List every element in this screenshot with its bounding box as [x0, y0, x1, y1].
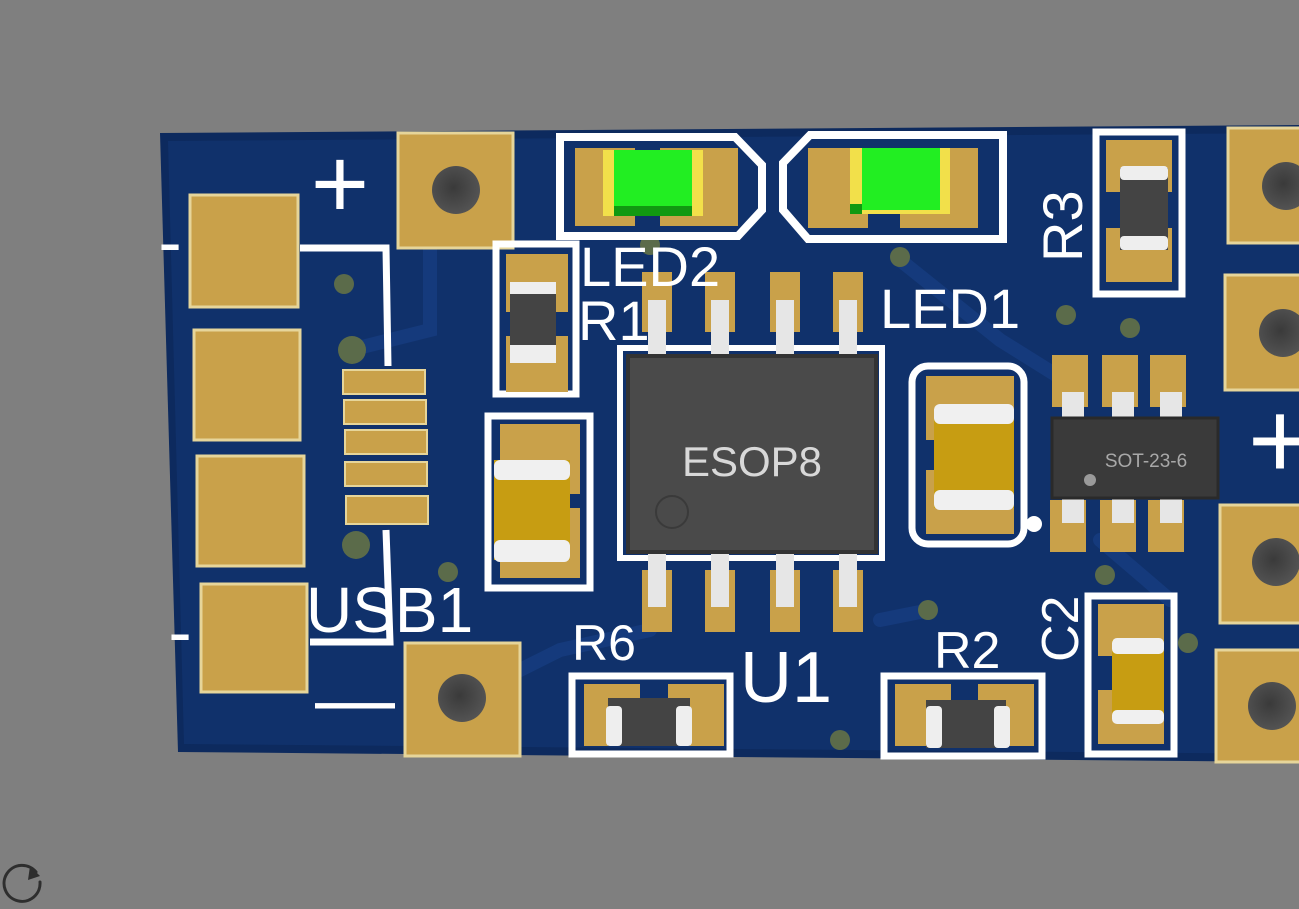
silk-label-r2: R2 — [934, 622, 1000, 680]
silk-label-u1: U1 — [740, 638, 832, 718]
sot23-6-package-label: SOT-23-6 — [1105, 451, 1187, 472]
silk-label-minus-bottom: — — [315, 654, 395, 743]
u1-esop8-chip: ESOP8 — [617, 272, 885, 632]
r1-component — [492, 240, 580, 398]
led1-component — [779, 131, 1007, 243]
silk-label-r6: R6 — [572, 615, 636, 671]
r3-component — [1092, 128, 1186, 298]
silk-label-led1: LED1 — [880, 277, 1020, 340]
capacitor-left — [484, 412, 594, 592]
u2-sot23-6-chip: SOT-23-6 — [1050, 355, 1220, 552]
c2-component — [1084, 592, 1178, 758]
r2-component — [880, 672, 1046, 760]
silk-label-usb1: USB1 — [306, 574, 473, 646]
silkscreen-labels: + - - — + USB1 LED2 R1 LED1 R3 R6 U1 R2 … — [158, 128, 1299, 743]
through-hole-pads — [396, 126, 1299, 764]
silk-label-plus-right: + — [1248, 379, 1299, 502]
capacitor-middle — [908, 362, 1042, 548]
silk-label-plus-top: + — [311, 128, 369, 240]
reset-view-button[interactable] — [0, 856, 48, 904]
vias — [334, 235, 1198, 750]
rotate-icon — [2, 863, 42, 903]
r6-component — [568, 672, 734, 758]
esop8-package-label: ESOP8 — [682, 438, 822, 485]
silk-label-minus-left-bottom: - — [168, 593, 191, 671]
usb1-footprint — [188, 193, 429, 694]
silk-label-led2: LED2 — [580, 235, 720, 298]
silk-label-c2: C2 — [1032, 596, 1090, 662]
silk-label-minus-left-top: - — [158, 203, 181, 281]
led2-component — [556, 133, 766, 240]
silk-label-r3: R3 — [1031, 190, 1094, 262]
silk-label-r1: R1 — [578, 289, 650, 352]
